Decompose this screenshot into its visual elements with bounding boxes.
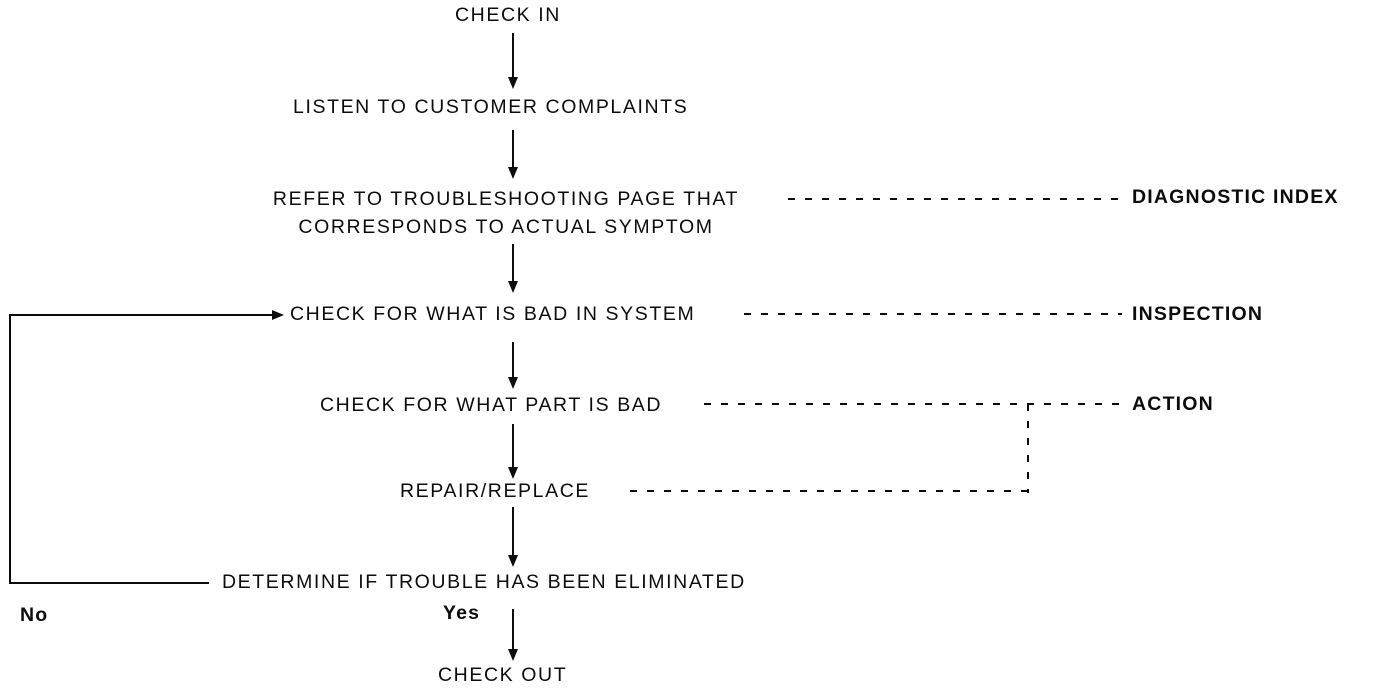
edge-line	[512, 33, 514, 78]
edge-line	[512, 342, 514, 378]
branch-label-no: No	[20, 604, 49, 626]
edge-line	[512, 609, 514, 650]
side-label-diagnostic-index: DIAGNOSTIC INDEX	[1132, 186, 1339, 208]
node-repair-replace: REPAIR/REPLACE	[400, 480, 591, 502]
edge-line	[512, 244, 514, 282]
arrowhead-right-icon	[272, 310, 284, 320]
edge-line	[512, 130, 514, 168]
node-refer-line1: REFER TO TROUBLESHOOTING PAGE THAT	[272, 188, 740, 210]
node-check-what-part-is-bad: CHECK FOR WHAT PART IS BAD	[320, 394, 663, 416]
side-label-inspection: INSPECTION	[1132, 303, 1264, 325]
dashed-line-check-part-to-action	[704, 403, 1122, 405]
loop-vertical-line	[9, 314, 11, 584]
arrowhead-down-icon	[508, 649, 518, 661]
dashed-line-refer-to-diagnostic-index	[788, 198, 1120, 200]
node-listen-to-customer-complaints: LISTEN TO CUSTOMER COMPLAINTS	[293, 96, 689, 118]
arrowhead-down-icon	[508, 377, 518, 389]
node-refer-to-troubleshooting-page: REFER TO TROUBLESHOOTING PAGE THAT CORRE…	[238, 185, 774, 241]
edge-line	[512, 424, 514, 468]
dashed-connector-action-to-repair	[1027, 404, 1029, 493]
loop-bottom-line	[9, 582, 209, 584]
dashed-line-check-system-to-inspection	[744, 313, 1122, 315]
arrowhead-down-icon	[508, 77, 518, 89]
loop-top-line	[9, 314, 273, 316]
arrowhead-down-icon	[508, 555, 518, 567]
side-label-action: ACTION	[1132, 393, 1214, 415]
node-check-what-is-bad-in-system: CHECK FOR WHAT IS BAD IN SYSTEM	[290, 303, 696, 325]
node-check-in: CHECK IN	[455, 4, 561, 26]
branch-label-yes: Yes	[443, 602, 481, 624]
node-check-out: CHECK OUT	[438, 664, 568, 686]
edge-line	[512, 507, 514, 556]
arrowhead-down-icon	[508, 281, 518, 293]
arrowhead-down-icon	[508, 467, 518, 479]
arrowhead-down-icon	[508, 167, 518, 179]
node-refer-line2: CORRESPONDS TO ACTUAL SYMPTOM	[298, 216, 714, 238]
dashed-line-repair-to-action	[630, 490, 1029, 492]
node-determine-trouble-eliminated: DETERMINE IF TROUBLE HAS BEEN ELIMINATED	[222, 571, 746, 593]
